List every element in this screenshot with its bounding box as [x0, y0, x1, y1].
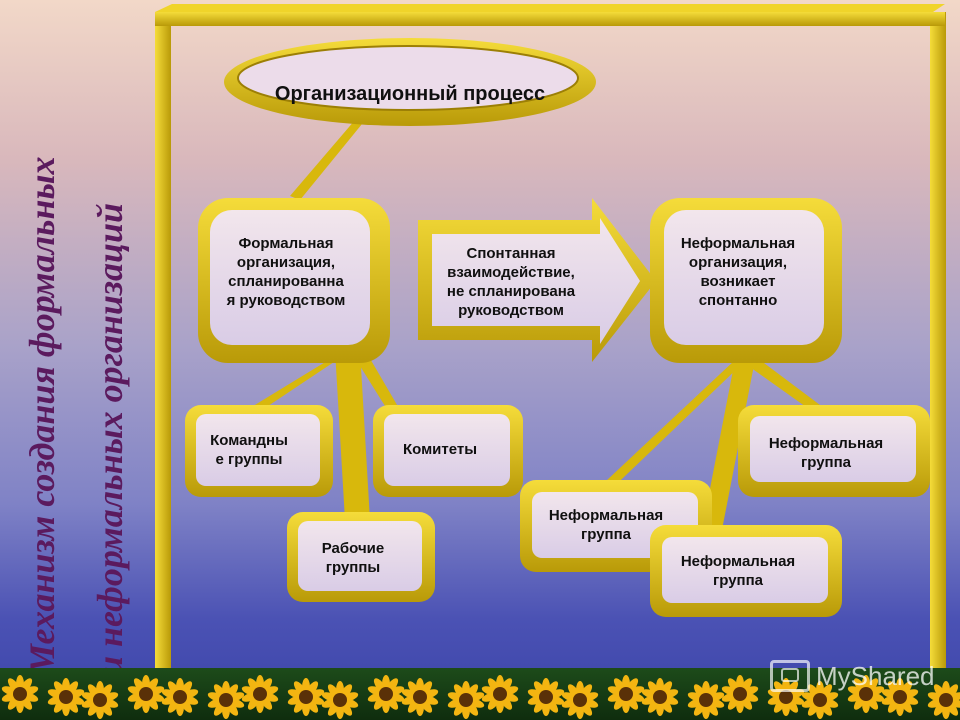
- informal-group-3-line-1: Неформальная: [680, 553, 796, 570]
- sunflower-icon: [801, 681, 839, 719]
- informal-group-1-line-2: группа: [580, 526, 632, 543]
- sunflower-icon: [447, 681, 485, 719]
- formal-org-line-1: Формальная: [238, 235, 334, 252]
- team-groups-box-shape: [185, 405, 333, 497]
- sunflower-icon: [367, 675, 405, 713]
- sunflower-icon: [81, 681, 119, 719]
- work-groups-line-2: группы: [325, 559, 381, 576]
- team-groups-label: Командны е группы: [190, 420, 308, 480]
- sunflower-icon: [687, 681, 725, 719]
- side-title-line-1: Механизм создания формальных: [22, 157, 62, 677]
- work-groups-box-shape: [287, 512, 435, 602]
- presentation-icon: [770, 660, 810, 692]
- process-label: Организационный процесс: [270, 64, 550, 124]
- team-groups-line-1: Командны: [210, 432, 288, 449]
- outer-frame: [155, 4, 946, 720]
- informal-group-3-label: Неформальная группа: [660, 546, 816, 596]
- committees-label: Комитеты: [380, 426, 500, 472]
- sunflower-icon: [241, 675, 279, 713]
- spontaneous-arrow-shape: [418, 198, 656, 362]
- informal-group-2-box-shape: [738, 405, 930, 497]
- sunflower-icon: [847, 675, 885, 713]
- informal-group-3-line-2: группа: [712, 572, 764, 589]
- sunflower-row-icon: [1, 675, 960, 719]
- spontaneous-label: Спонтанная взаимодействие, не спланирова…: [420, 236, 602, 328]
- informal-org-line-4: спонтанно: [698, 292, 778, 309]
- informal-group-2-line-1: Неформальная: [768, 435, 884, 452]
- sunflower-icon: [1, 675, 39, 713]
- work-groups-label: Рабочие группы: [296, 528, 410, 588]
- watermark: MyShared: [770, 660, 935, 692]
- sunflower-icon: [287, 678, 325, 716]
- formal-org-label: Формальная организация, спланированна я …: [200, 226, 372, 318]
- informal-org-line-3: возникает: [700, 273, 776, 290]
- sunflower-icon: [47, 678, 85, 716]
- sunflower-icon: [481, 675, 519, 713]
- committees-box-shape: [373, 405, 523, 497]
- sunflower-icon: [561, 681, 599, 719]
- sunflower-icon: [607, 675, 645, 713]
- informal-org-line-1: Неформальная: [680, 235, 796, 252]
- informal-group-3-box-shape: [650, 525, 842, 617]
- sunflower-icon: [527, 678, 565, 716]
- sunflower-icon: [127, 675, 165, 713]
- committees-text: Комитеты: [402, 440, 478, 458]
- formal-org-line-2: организация,: [236, 254, 336, 271]
- informal-org-box-shape: [650, 198, 842, 363]
- formal-org-line-3: спланированна: [228, 273, 344, 290]
- team-groups-line-2: е группы: [215, 451, 283, 468]
- process-ellipse-shape: [224, 38, 596, 126]
- informal-org-line-2: организация,: [688, 254, 788, 271]
- sunflower-icon: [207, 681, 245, 719]
- side-title-line-2: и неформальных организаций: [90, 203, 130, 676]
- sunflower-icon: [641, 678, 679, 716]
- informal-org-label: Неформальная организация, возникает спон…: [652, 226, 824, 318]
- sunflower-icon: [767, 678, 805, 716]
- informal-group-2-label: Неформальная группа: [748, 428, 904, 478]
- spontaneous-line-4: руководством: [458, 302, 564, 319]
- work-groups-line-1: Рабочие: [321, 540, 385, 557]
- informal-group-1-line-1: Неформальная: [548, 507, 664, 524]
- spontaneous-line-3: не спланирована: [446, 283, 576, 300]
- sunflower-border: [0, 668, 960, 720]
- spontaneous-line-2: взаимодействие,: [447, 264, 575, 281]
- sunflower-icon: [401, 678, 439, 716]
- sunflower-icon: [881, 678, 919, 716]
- formal-org-box-shape: [198, 198, 390, 363]
- sunflower-icon: [161, 678, 199, 716]
- sunflower-icon: [721, 675, 759, 713]
- slide-title: Механизм создания формальных и неформаль…: [22, 157, 130, 677]
- informal-group-2-line-2: группа: [800, 454, 852, 471]
- process-text: Организационный процесс: [274, 83, 546, 105]
- informal-group-1-label: Неформальная группа: [530, 500, 682, 550]
- sunflower-icon: [321, 681, 359, 719]
- watermark-text: MyShared: [816, 660, 935, 691]
- spontaneous-line-1: Спонтанная: [466, 245, 556, 262]
- formal-org-line-4: я руководством: [226, 292, 346, 309]
